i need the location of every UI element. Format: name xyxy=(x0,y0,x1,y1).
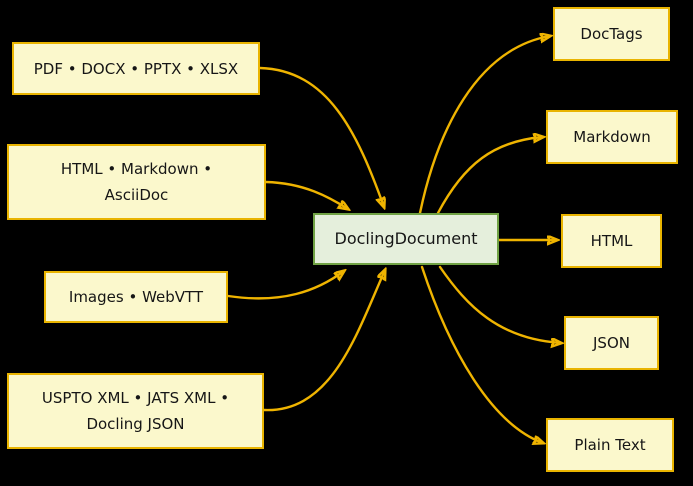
arrow-pdf-to-doclingdocument xyxy=(258,66,384,207)
arrow-doclingdocument-to-plain-text xyxy=(420,265,543,443)
output-label: JSON xyxy=(593,334,630,352)
doclingdocument-node: DoclingDocument xyxy=(313,213,499,265)
output-box-html: HTML xyxy=(561,214,662,268)
input-label-line1: USPTO XML • JATS XML • xyxy=(41,389,230,407)
input-box-html-markdown-asciidoc: HTML • Markdown • AsciiDoc xyxy=(7,144,266,220)
output-label: HTML xyxy=(590,232,633,250)
input-label-line1: HTML • Markdown • xyxy=(60,160,213,178)
output-label: Plain Text xyxy=(574,436,646,454)
input-label: PDF • DOCX • PPTX • XLSX xyxy=(33,59,239,78)
input-label-line2: Docling JSON xyxy=(86,415,185,433)
doclingdocument-label: DoclingDocument xyxy=(334,229,478,248)
input-label-line2: AsciiDoc xyxy=(104,186,169,204)
input-box-pdf-docx-pptx-xlsx: PDF • DOCX • PPTX • XLSX xyxy=(12,42,260,95)
input-box-uspto-jats-docling: USPTO XML • JATS XML • Docling JSON xyxy=(7,373,264,449)
arrow-htmlmarkdown-to-doclingdocument xyxy=(264,180,348,209)
output-box-plain-text: Plain Text xyxy=(546,418,674,472)
arrow-doclingdocument-to-markdown xyxy=(436,137,543,215)
output-box-markdown: Markdown xyxy=(546,110,678,164)
output-label: Markdown xyxy=(573,128,651,146)
input-box-images-webvtt: Images • WebVTT xyxy=(44,271,228,323)
input-label: Images • WebVTT xyxy=(68,288,204,306)
output-label: DocTags xyxy=(580,25,643,43)
arrow-uspto-to-doclingdocument xyxy=(262,270,385,412)
arrow-images-to-doclingdocument xyxy=(226,271,344,300)
output-box-doctags: DocTags xyxy=(553,7,670,61)
arrow-doclingdocument-to-doctags xyxy=(418,36,550,215)
arrow-doclingdocument-to-json xyxy=(438,265,561,343)
output-box-json: JSON xyxy=(564,316,659,370)
